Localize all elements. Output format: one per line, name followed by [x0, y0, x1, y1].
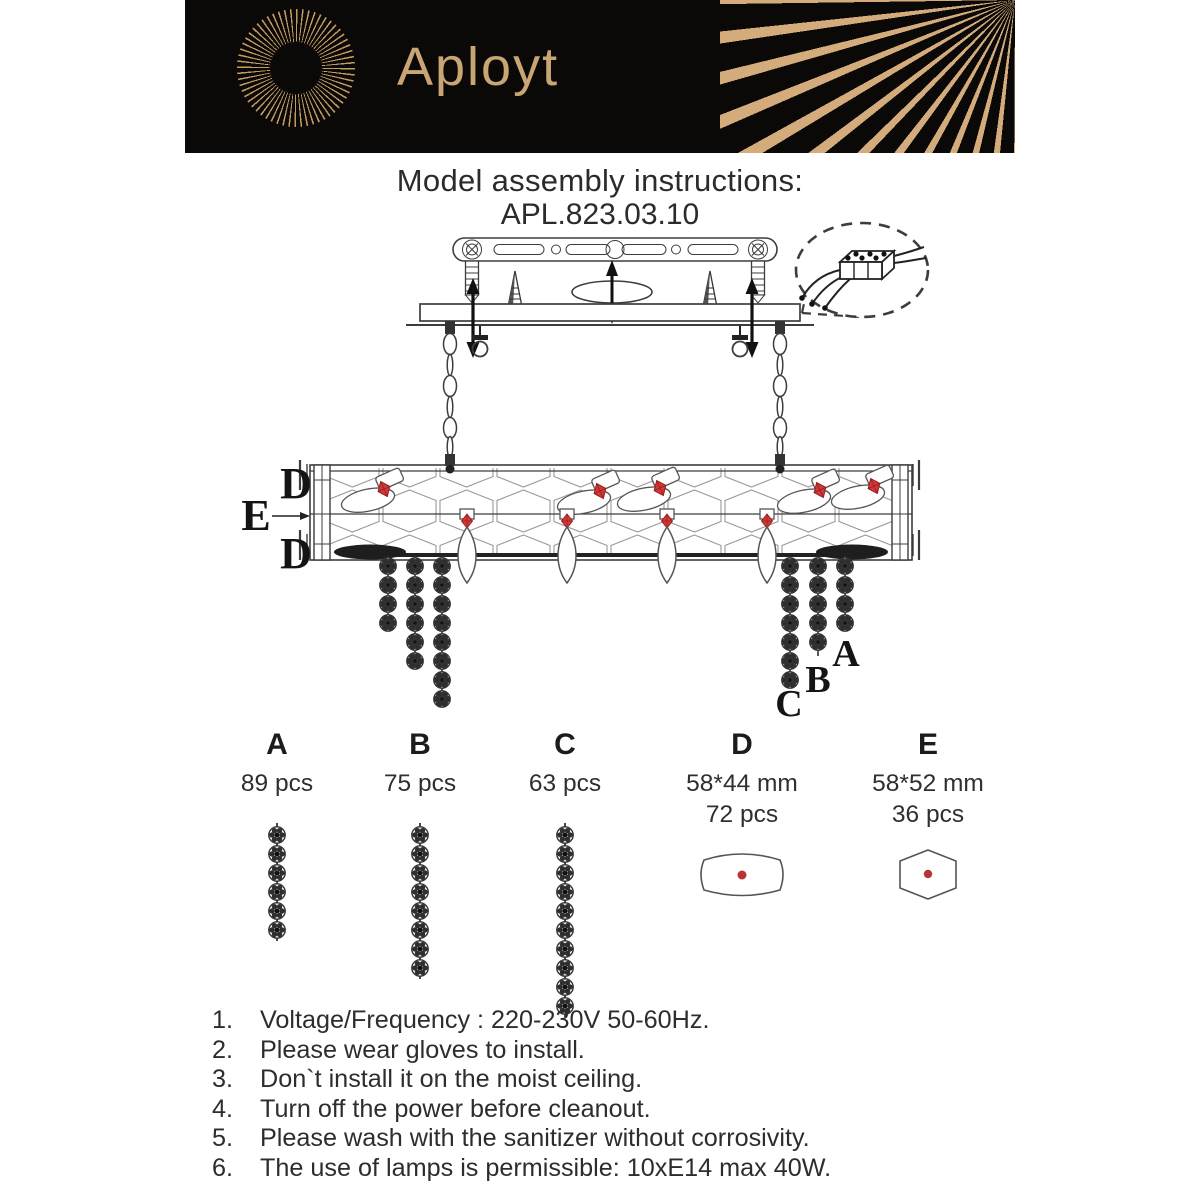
- terminal-block-icon: [799, 246, 927, 311]
- part-qty: 36 pcs: [891, 801, 965, 828]
- bead-strand-icon: [268, 823, 286, 941]
- part-column-b: B 75 pcs: [360, 728, 480, 990]
- saucer-left: [334, 544, 406, 560]
- instruction-number: 4.: [212, 1094, 234, 1123]
- label-a: A: [832, 633, 860, 675]
- part-qty: 75 pcs: [383, 770, 457, 797]
- model-number: APL.823.03.10: [500, 198, 700, 231]
- instruction-text: Don`t install it on the moist ceiling.: [260, 1065, 643, 1094]
- part-column-c: C 63 pcs: [505, 728, 625, 1028]
- part-label: B: [409, 728, 431, 761]
- starburst-logo-icon: [237, 9, 355, 127]
- label-d-bottom: D: [280, 529, 312, 578]
- instruction-number: 2.: [212, 1035, 234, 1064]
- page-title: Model assembly instructions:: [396, 163, 804, 198]
- hook-right: [731, 326, 749, 358]
- label-c: C: [775, 683, 802, 720]
- label-d-top: D: [280, 459, 312, 508]
- instruction-number: 1.: [212, 1006, 234, 1034]
- brand-name: Aployt: [397, 37, 560, 97]
- part-label: D: [731, 728, 753, 761]
- instruction-item: 1. Voltage/Frequency : 220-230V 50-60Hz.: [212, 1006, 1092, 1036]
- instruction-item: 2. Please wear gloves to install.: [212, 1036, 1092, 1066]
- updown-arrow-right: [745, 278, 759, 358]
- part-label: E: [917, 728, 938, 761]
- instruction-list: 1. Voltage/Frequency : 220-230V 50-60Hz.…: [212, 1006, 1092, 1184]
- instruction-text: Turn off the power before cleanout.: [260, 1094, 651, 1123]
- part-qty: 72 pcs: [705, 801, 779, 828]
- bead-strands-right: [780, 556, 855, 690]
- chandelier-body: [298, 460, 921, 583]
- label-e-arrow: [272, 512, 310, 520]
- part-qty: 89 pcs: [240, 770, 314, 797]
- end-cap-left: [298, 460, 331, 561]
- part-size: 58*52 mm: [872, 770, 984, 797]
- bead-strand-icon: [556, 823, 574, 1017]
- instruction-item: 3. Don`t install it on the moist ceiling…: [212, 1065, 1092, 1095]
- instruction-item: 4. Turn off the power before cleanout.: [212, 1095, 1092, 1125]
- label-b: B: [805, 659, 830, 701]
- instruction-number: 5.: [212, 1124, 234, 1153]
- hook-left: [471, 326, 489, 358]
- saucer-right: [816, 544, 888, 560]
- instruction-item: 6. The use of lamps is permissible: 10xE…: [212, 1154, 1092, 1184]
- instruction-text: Please wash with the sanitizer without c…: [260, 1124, 810, 1153]
- instruction-text: The use of lamps is permissible: 10xE14 …: [260, 1153, 832, 1182]
- mounting-strap: [452, 237, 778, 262]
- instruction-text: Please wear gloves to install.: [260, 1035, 585, 1064]
- bead-strand-icon: [411, 823, 429, 979]
- part-column-e: E 58*52 mm 36 pcs: [848, 728, 1008, 911]
- part-label: A: [266, 728, 288, 761]
- instruction-number: 3.: [212, 1065, 234, 1094]
- crystal-hexagon-icon: [899, 849, 957, 900]
- crystal-barrel-icon: [700, 853, 784, 897]
- corner-rays-icon: [720, 0, 1015, 153]
- header-band: Aployt: [185, 0, 1015, 153]
- bead-strands-left: [378, 556, 452, 709]
- chain-left: [442, 321, 458, 466]
- assembly-diagram: D E D A B C: [241, 221, 930, 720]
- part-column-a: A 89 pcs: [217, 728, 337, 952]
- part-label: C: [554, 728, 576, 761]
- label-e: E: [241, 491, 270, 540]
- part-size: 58*44 mm: [686, 770, 798, 797]
- chain-right: [772, 321, 788, 466]
- instruction-item: 5. Please wash with the sanitizer withou…: [212, 1124, 1092, 1154]
- part-qty: 63 pcs: [528, 770, 602, 797]
- instruction-text: Voltage/Frequency : 220-230V 50-60Hz.: [260, 1006, 710, 1034]
- part-column-d: D 58*44 mm 72 pcs: [662, 728, 822, 911]
- end-cap-right: [891, 460, 921, 561]
- wall-anchor-left: [507, 270, 523, 308]
- instruction-number: 6.: [212, 1153, 234, 1182]
- wiring-detail-balloon: [794, 221, 930, 319]
- wall-anchor-right: [702, 270, 718, 308]
